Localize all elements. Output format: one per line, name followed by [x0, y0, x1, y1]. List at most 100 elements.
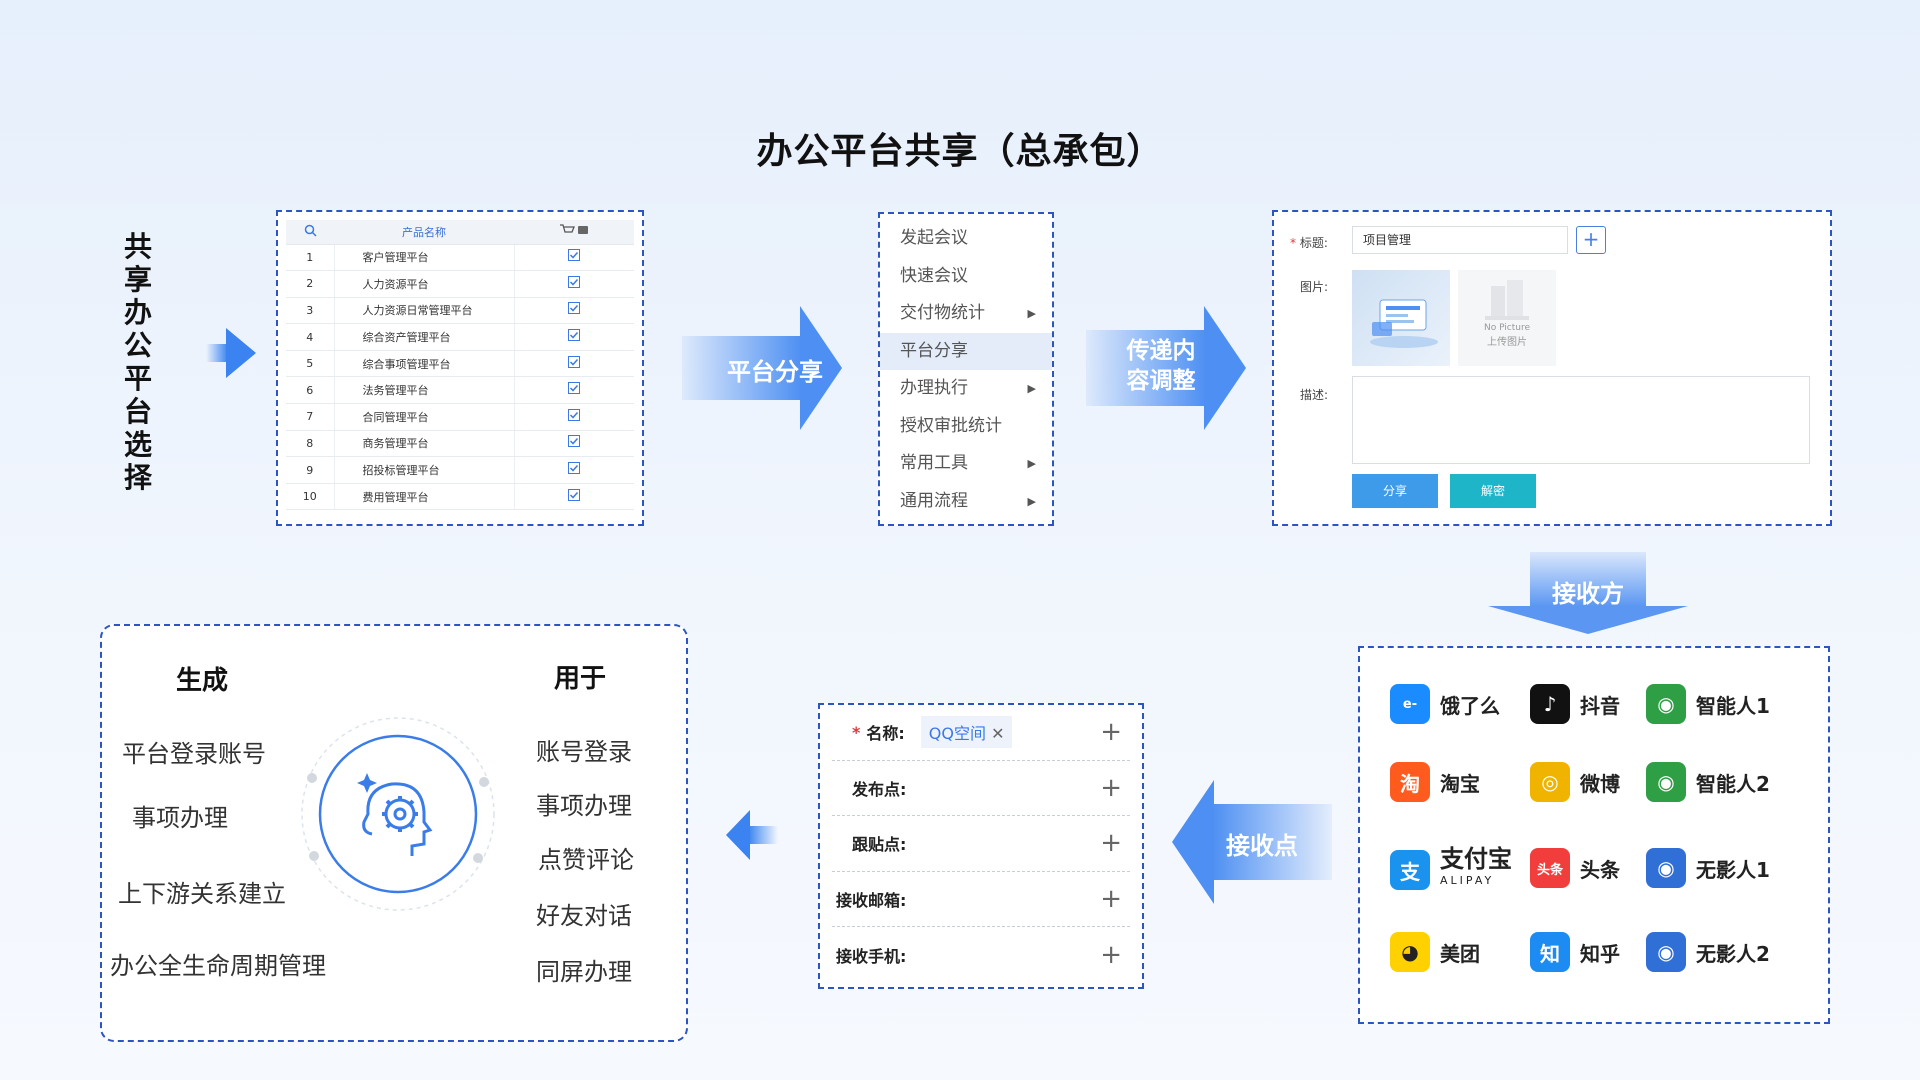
receiver-app[interactable]: e-饿了么	[1390, 684, 1500, 724]
app-logo-icon: 知	[1530, 932, 1570, 972]
checkbox-checked-icon[interactable]	[514, 403, 634, 431]
add-track-icon[interactable]: +	[1100, 828, 1122, 859]
receiver-app[interactable]: ◉智能人1	[1646, 684, 1770, 724]
menu-item-label: 交付物统计	[900, 303, 985, 323]
generate-item: 事项办理	[132, 804, 228, 832]
receiver-app-name: 头条	[1580, 857, 1620, 882]
table-row[interactable]: 9 招投标管理平台	[286, 456, 634, 484]
receiver-app[interactable]: ◉ 无影人1	[1646, 848, 1770, 888]
email-label: 接收邮箱:	[836, 890, 907, 910]
row-number: 2	[286, 270, 334, 298]
receiver-app[interactable]: 淘淘宝	[1390, 762, 1480, 802]
receiver-app-name: 无影人1	[1696, 857, 1770, 882]
phone-label: 接收手机:	[836, 946, 907, 966]
qq-space-tag[interactable]: QQ空间 ✕	[920, 716, 1013, 749]
row-number: 1	[286, 244, 334, 272]
desc-label: 描述:	[1300, 388, 1329, 402]
use-item: 账号登录	[536, 738, 632, 766]
checkbox-checked-icon[interactable]	[514, 270, 634, 298]
receiver-app[interactable]: ◉智能人2	[1646, 762, 1770, 802]
function-menu: 发起会议快速会议交付物统计▶平台分享办理执行▶授权审批统计常用工具▶ 通用流程 ▶	[878, 212, 1054, 526]
checkbox-checked-icon[interactable]	[514, 483, 634, 511]
app-logo-icon: ◉	[1646, 848, 1686, 888]
share-button[interactable]: 分享	[1352, 474, 1438, 508]
arrow-receiver: 接收方	[1488, 552, 1688, 634]
column-header-name: 产品名称	[334, 220, 514, 245]
add-button[interactable]: +	[1576, 226, 1606, 254]
checkbox-checked-icon[interactable]	[514, 350, 634, 378]
checkbox-checked-icon[interactable]	[514, 323, 634, 351]
no-picture-placeholder[interactable]: No Picture 上传图片	[1458, 270, 1556, 366]
row-number: 8	[286, 430, 334, 458]
app-logo-icon: 头条	[1530, 848, 1570, 888]
menu-item[interactable]: 快速会议	[880, 258, 1052, 296]
receiver-app-name: 支付宝	[1440, 845, 1512, 873]
receiver-app[interactable]: ♪ 抖音	[1530, 684, 1620, 724]
table-row[interactable]: 1 客户管理平台	[286, 244, 634, 272]
table-row[interactable]: 2 人力资源平台	[286, 270, 634, 298]
receiver-app-name: 智能人1	[1696, 693, 1770, 718]
app-logo-icon: ♪	[1530, 684, 1570, 724]
menu-item-label: 常用工具	[900, 453, 968, 473]
table-row[interactable]: 7 合同管理平台	[286, 403, 634, 431]
menu-item[interactable]: 发起会议	[880, 220, 1052, 258]
publish-row: 发布点: +	[832, 761, 1130, 816]
checkbox-checked-icon[interactable]	[514, 456, 634, 484]
name-row: * 名称: QQ空间 ✕ +	[832, 705, 1130, 761]
menu-item[interactable]: 办理执行▶	[880, 370, 1052, 408]
menu-item[interactable]: 通用流程 ▶	[880, 483, 1052, 521]
checkbox-checked-icon[interactable]	[514, 430, 634, 458]
arrow-receive-point-label: 接收点	[1226, 832, 1298, 860]
receiver-app-name: 智能人2	[1696, 771, 1770, 796]
app-logo-icon: 支	[1390, 850, 1430, 890]
receiver-app[interactable]: ◎微博	[1530, 762, 1620, 802]
receiver-app[interactable]: ◕美团	[1390, 932, 1480, 972]
receiver-app[interactable]: 头条头条	[1530, 848, 1620, 888]
image-thumbnail[interactable]	[1352, 270, 1450, 366]
table-row[interactable]: 10 费用管理平台	[286, 483, 634, 511]
receiver-app[interactable]: ◉无影人2	[1646, 932, 1770, 972]
app-logo-icon: e-	[1390, 684, 1430, 724]
track-row: 跟贴点: +	[832, 816, 1130, 872]
arrow-receive-point: 接收点	[1172, 780, 1332, 904]
add-email-icon[interactable]: +	[1100, 883, 1122, 914]
receiver-app[interactable]: 知知乎	[1530, 932, 1620, 972]
generate-item: 平台登录账号	[122, 740, 266, 768]
title-input[interactable]: 项目管理	[1352, 226, 1568, 254]
search-icon[interactable]	[286, 220, 334, 245]
checkbox-checked-icon[interactable]	[514, 376, 634, 405]
use-heading: 用于	[554, 664, 607, 694]
close-icon[interactable]: ✕	[991, 724, 1005, 744]
row-number: 9	[286, 456, 334, 484]
arrow-to-result	[726, 810, 782, 860]
menu-item[interactable]: 平台分享	[880, 332, 1052, 370]
arrow-to-table	[206, 328, 256, 378]
receiver-app-name: 抖音	[1580, 693, 1620, 718]
table-row[interactable]: 4 综合资产管理平台	[286, 323, 634, 351]
add-phone-icon[interactable]: +	[1100, 939, 1122, 970]
checkbox-checked-icon[interactable]	[514, 244, 634, 272]
desc-textarea[interactable]	[1352, 376, 1810, 464]
menu-item[interactable]: 授权审批统计	[880, 408, 1052, 446]
table-row[interactable]: 6 法务管理平台	[286, 376, 634, 405]
caret-right-icon: ▶	[1027, 494, 1036, 508]
checkbox-checked-icon[interactable]	[514, 297, 634, 325]
use-item: 好友对话	[536, 902, 632, 930]
platform-name: 招投标管理平台	[333, 456, 515, 484]
platform-name: 客户管理平台	[333, 244, 515, 272]
cart-icon	[514, 220, 634, 245]
platform-name: 人力资源日常管理平台	[333, 297, 515, 325]
add-name-icon[interactable]: +	[1100, 717, 1122, 748]
menu-item[interactable]: 交付物统计▶	[880, 295, 1052, 333]
decrypt-button[interactable]: 解密	[1450, 474, 1536, 508]
use-item: 点赞评论	[538, 846, 634, 874]
table-row[interactable]: 3 人力资源日常管理平台	[286, 297, 634, 325]
table-row[interactable]: 8 商务管理平台	[286, 430, 634, 458]
arrow-content-adjust-line2: 容调整	[1126, 368, 1196, 394]
menu-item[interactable]: 常用工具▶	[880, 445, 1052, 483]
platform-name: 综合资产管理平台	[333, 323, 515, 351]
table-row[interactable]: 5 综合事项管理平台	[286, 350, 634, 378]
add-publish-icon[interactable]: +	[1100, 772, 1122, 803]
menu-item-label: 通用流程	[900, 490, 968, 511]
